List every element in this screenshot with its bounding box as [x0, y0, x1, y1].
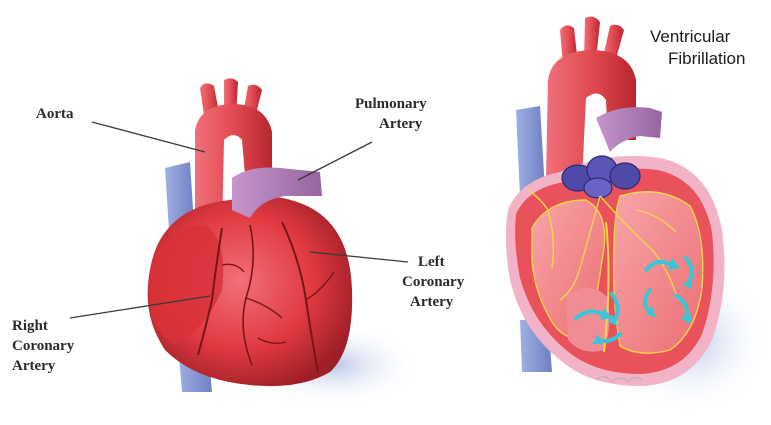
fibrillation-title-line1: Ventricular	[650, 27, 731, 46]
valve-3	[610, 163, 640, 189]
right-coronary-label-line3: Artery	[12, 358, 56, 374]
right-coronary-label-line2: Coronary	[12, 338, 75, 354]
right-coronary-label-line1: Right	[12, 318, 48, 334]
aorta-label: Aorta	[36, 106, 74, 122]
left-coronary-label-line2: Coronary	[402, 274, 465, 290]
right-pulmonary-artery	[596, 107, 662, 152]
pulmonary-label-line1: Pulmonary	[355, 96, 427, 112]
left-ventricle	[614, 192, 703, 353]
left-coronary-label-line3: Artery	[410, 294, 454, 310]
right-heart-illustration	[506, 17, 770, 415]
aorta-leader-line	[92, 122, 205, 152]
pulmonary-label-line2: Artery	[379, 116, 423, 132]
pulmonary-leader-line	[298, 142, 372, 180]
valve-4	[584, 178, 612, 198]
left-coronary-label-line1: Left	[418, 254, 445, 270]
fibrillation-title-line2: Fibrillation	[668, 49, 745, 68]
